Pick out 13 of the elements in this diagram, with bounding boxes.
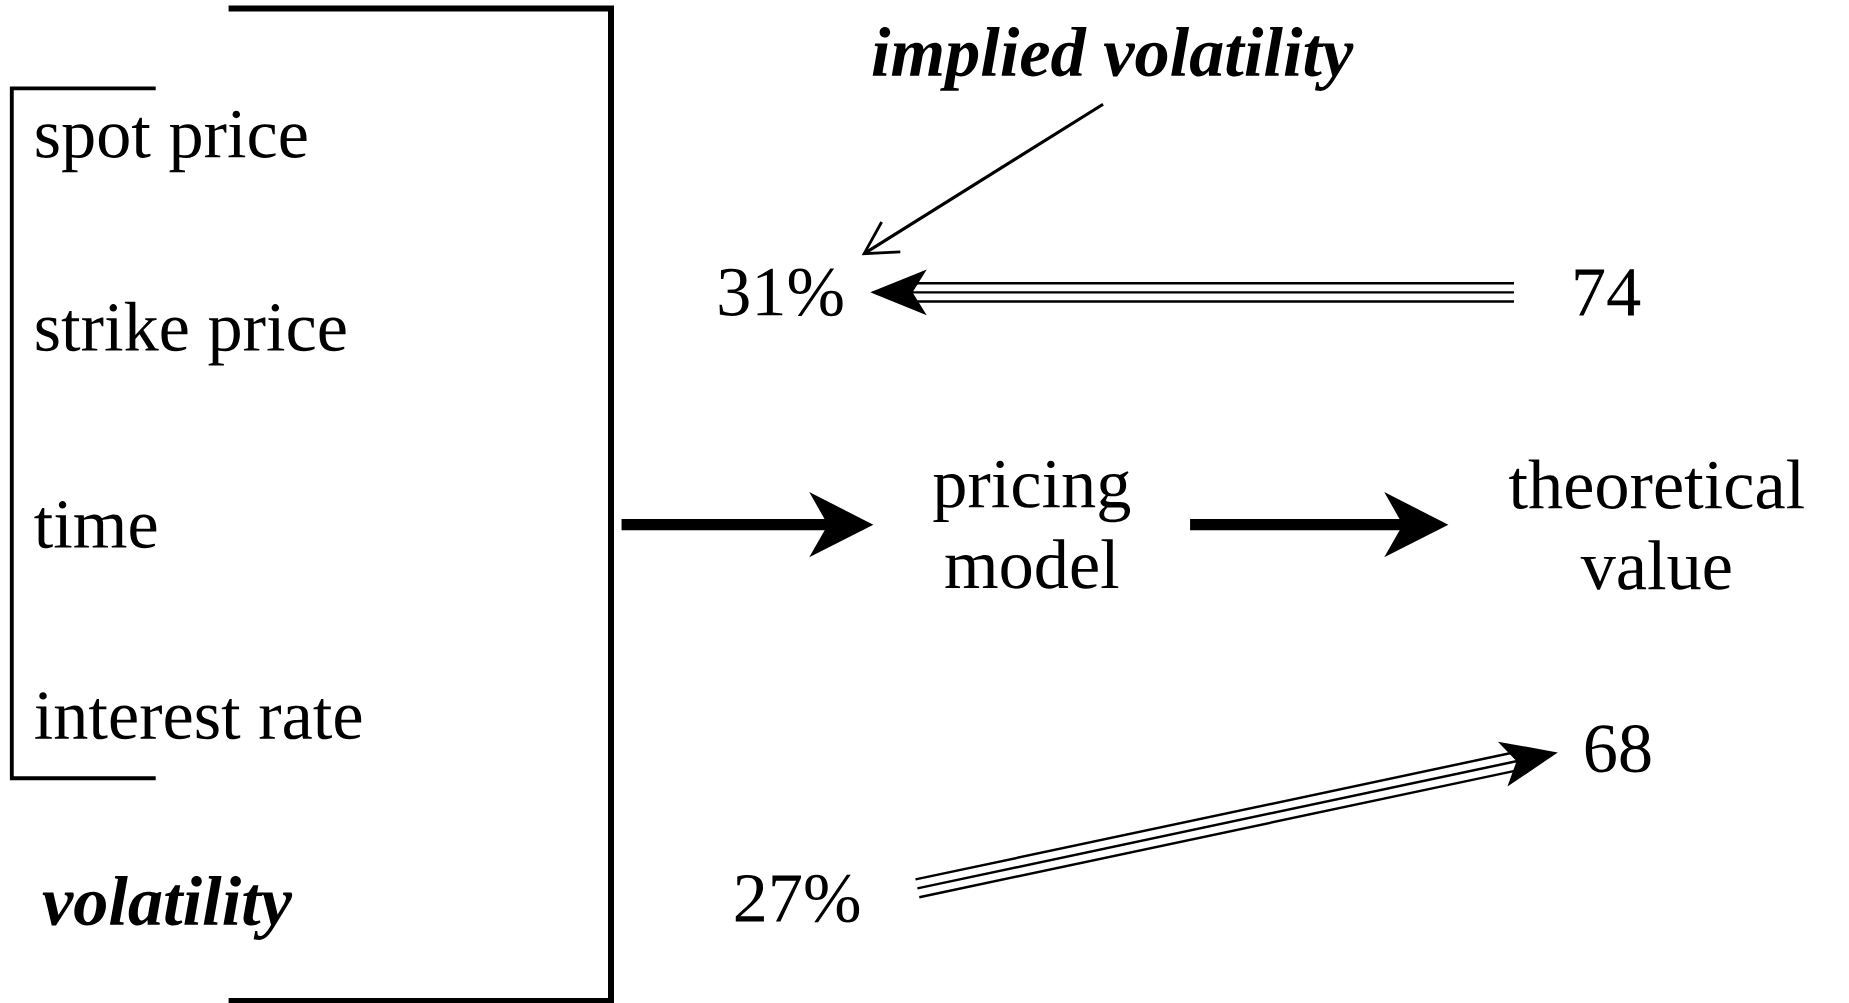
value-text: 74 <box>1575 269 1641 316</box>
value-text: 31% <box>719 268 843 317</box>
value-text: 68 <box>1585 725 1651 773</box>
value-text: 27% <box>735 874 860 923</box>
node-text: theoretical value <box>1509 459 1804 590</box>
node-text: pricing model <box>933 460 1131 589</box>
label: interest rate <box>35 692 362 740</box>
label: time <box>34 501 157 549</box>
callout-text: implied volatility <box>872 27 1354 91</box>
label: spot price <box>36 110 307 173</box>
label: volatility <box>42 876 293 940</box>
label: strike price <box>36 301 346 366</box>
leader-line <box>861 102 1104 256</box>
